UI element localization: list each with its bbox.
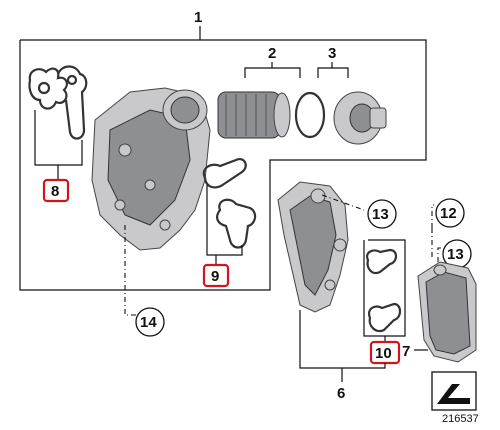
oil-filter-housing (91, 87, 211, 251)
label-part-14: 14 (140, 314, 157, 331)
gasket-8 (28, 65, 88, 140)
gasket-10 (366, 248, 402, 333)
catalog-icon (431, 371, 477, 411)
label-part-6: 6 (337, 385, 345, 402)
o-ring-2 (294, 91, 326, 139)
filter-cap-3 (333, 91, 387, 145)
gasket-9 (202, 158, 257, 249)
label-part-8: 8 (51, 183, 59, 200)
oil-cooler-7 (417, 261, 477, 363)
label-part-3: 3 (328, 45, 336, 62)
label-part-7: 7 (402, 343, 410, 360)
assembly-frame-1 (19, 26, 427, 291)
label-part-12: 12 (440, 205, 457, 222)
label-part-1: 1 (194, 9, 202, 26)
filter-element-2 (217, 91, 291, 139)
label-part-9: 9 (211, 268, 219, 285)
oil-cooler-housing-6 (277, 181, 349, 313)
label-part-2: 2 (268, 45, 276, 62)
label-part-13-bottom: 13 (447, 246, 464, 263)
label-part-13-top: 13 (372, 206, 389, 223)
label-part-10: 10 (375, 345, 392, 362)
image-number: 216537 (442, 413, 479, 425)
